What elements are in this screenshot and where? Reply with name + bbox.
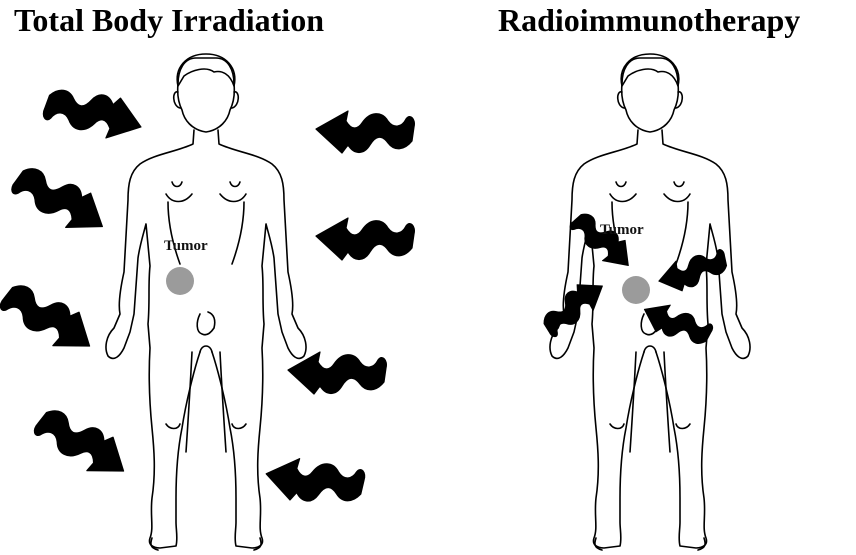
- radiation-arrow: [264, 456, 366, 506]
- radiation-arrow: [316, 111, 414, 153]
- radiation-arrow: [316, 218, 414, 260]
- radiation-arrow: [0, 276, 102, 362]
- radiation-arrow: [288, 352, 386, 394]
- radiation-arrow: [29, 401, 135, 487]
- tumor-circle-left: [166, 267, 194, 295]
- radiation-arrow: [638, 297, 715, 350]
- radiation-arrow: [7, 159, 114, 242]
- tumor-label-left: Tumor: [164, 238, 208, 255]
- tumor-circle-right: [622, 276, 650, 304]
- radiation-arrow: [41, 83, 146, 145]
- tumor-label-right: Tumor: [600, 222, 644, 239]
- radiation-arrow: [566, 207, 640, 276]
